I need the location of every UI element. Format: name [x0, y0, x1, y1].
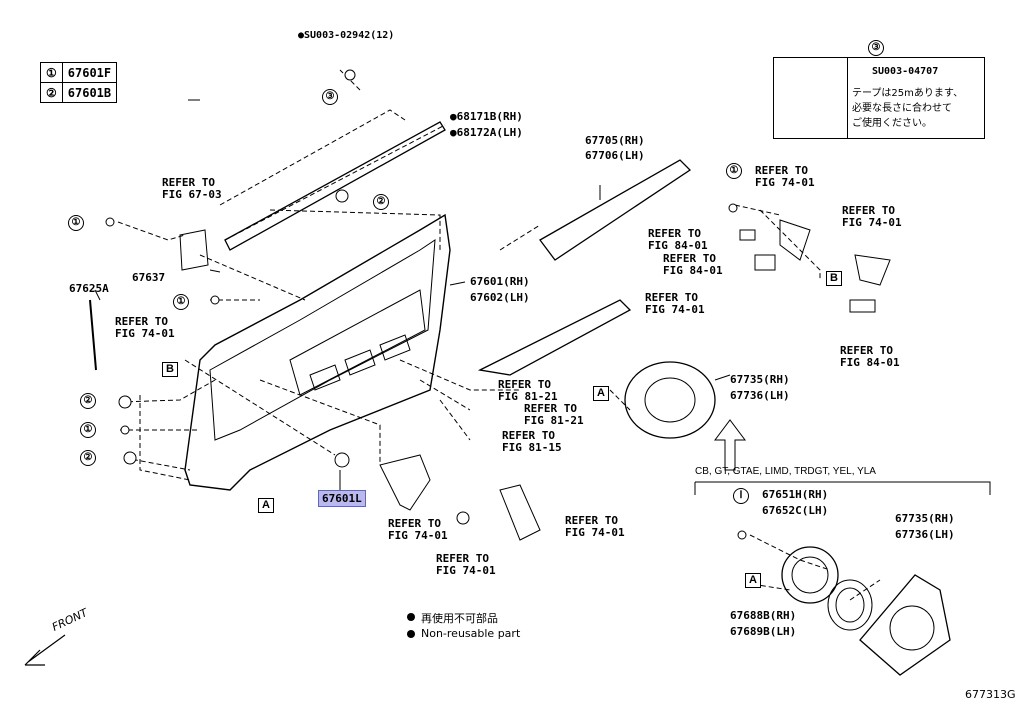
callout-two: ② [373, 194, 389, 210]
part-label: 67735(RH) [895, 512, 955, 525]
refer-label: REFER TO FIG 67-03 [162, 176, 222, 201]
callout-three: ③ [322, 89, 338, 105]
part-label: 67652C(LH) [762, 504, 829, 517]
part-label: 67625A [69, 282, 109, 295]
refer-label: REFER TO FIG 74-01 [755, 164, 815, 189]
refer-label: REFER TO FIG 81-21 [498, 378, 558, 403]
reference-box-b: B [162, 362, 178, 377]
part-label: 67602(LH) [470, 291, 530, 304]
part-label: 67735(RH) [730, 373, 790, 386]
kit-box: SU003-04707 テープは25mあります、 必要な長さに合わせて ご使用く… [773, 57, 985, 139]
reference-box-a: A [258, 498, 274, 513]
refer-label: REFER TO FIG 74-01 [115, 315, 175, 340]
highlighted-part-label[interactable]: 67601L [318, 490, 366, 507]
callout-one: ① [173, 294, 189, 310]
grade-list: CB, GT, GTAE, LIMD, TRDGT, YEL, YLA [695, 466, 876, 477]
legend-row: ① 67601F [40, 62, 118, 83]
refer-label: REFER TO FIG 74-01 [565, 514, 625, 539]
reference-box-a: A [745, 573, 761, 588]
legend-part: 67601B [61, 82, 118, 103]
refer-label: REFER TO FIG 74-01 [436, 552, 496, 577]
kit-line: ご使用ください。 [852, 118, 932, 129]
reference-box-b: B [826, 271, 842, 286]
legend-num: ① [40, 62, 63, 83]
refer-label: REFER TO FIG 81-21 [524, 402, 584, 427]
legend-table: ① 67601F ② 67601B [40, 62, 118, 103]
part-label: 67689B(LH) [730, 625, 797, 638]
kit-part: SU003-04707 [872, 66, 939, 77]
kit-line: テープは25mあります、 [852, 88, 964, 99]
part-label: 67736(LH) [895, 528, 955, 541]
callout-one: ① [68, 215, 84, 231]
part-label: 67637 [132, 271, 166, 284]
part-label: ●68172A(LH) [450, 126, 523, 139]
callout-three: ③ [868, 40, 884, 56]
kit-divider [847, 58, 848, 138]
note-jp: 再使用不可部品 [421, 612, 498, 625]
part-label: ●SU003-02942(12) [298, 30, 395, 41]
part-label: 67705(RH) [585, 134, 645, 147]
legend-row: ② 67601B [40, 82, 118, 103]
callout-two: ② [80, 450, 96, 466]
refer-label: REFER TO FIG 74-01 [388, 517, 448, 542]
callout-two: ② [80, 393, 96, 409]
refer-label: REFER TO FIG 74-01 [842, 204, 902, 229]
figure-code: 677313G [965, 688, 1016, 701]
part-label: 67736(LH) [730, 389, 790, 402]
part-label: 67706(LH) [585, 149, 645, 162]
reference-box-a: A [593, 386, 609, 401]
part-label: 67601(RH) [470, 275, 530, 288]
refer-label: REFER TO FIG 84-01 [840, 344, 900, 369]
refer-label: REFER TO FIG 81-15 [502, 429, 562, 454]
note-en: Non-reusable part [421, 627, 521, 640]
refer-label: REFER TO FIG 84-01 [663, 252, 723, 277]
part-label: 67688B(RH) [730, 609, 797, 622]
kit-line: 必要な長さに合わせて [852, 103, 952, 114]
refer-label: REFER TO FIG 84-01 [648, 227, 708, 252]
refer-label: REFER TO FIG 74-01 [645, 291, 705, 316]
callout-one: ① [80, 422, 96, 438]
callout-one: ① [726, 163, 742, 179]
legend-num: ② [40, 82, 63, 103]
legend-part: 67601F [61, 62, 118, 83]
callout-i: Ⅰ [733, 488, 749, 504]
part-label: 67651H(RH) [762, 488, 829, 501]
part-label: ●68171B(RH) [450, 110, 523, 123]
